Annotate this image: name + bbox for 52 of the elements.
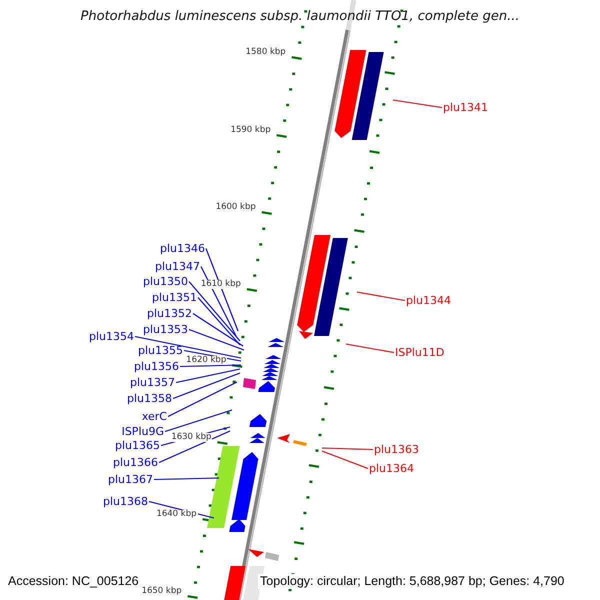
gene-label: plu1364 [369,463,414,474]
gene-label: plu1356 [134,361,179,372]
map-info-text: Accession: NC_005126 [7,574,140,588]
gene-label: plu1355 [138,345,183,356]
gene-label: plu1366 [112,457,158,468]
gene-label: plu1341 [443,102,488,113]
leader-line [172,372,240,400]
scale-tick-label: 1650 kbp [140,587,183,596]
scale-tick-label: 1590 kbp [230,126,272,134]
gene-label: plu1357 [130,377,175,388]
gene-label: plu1358 [126,393,172,404]
gene-label: plu1344 [406,295,452,306]
gene-label: plu1347 [154,261,200,272]
leader-line [356,291,406,302]
gene-label: ISPlu11D [395,347,444,358]
gene-label: plu1351 [152,292,197,303]
scale-tick-label: 1600 kbp [214,203,257,212]
map-info-text: Topology: circular; Length: 5,688,987 bp; Genes: 4,790 [258,574,566,588]
leader-line [322,447,374,450]
leader-line [205,248,239,332]
gene-label: plu1353 [142,324,188,335]
scale-tick-label: 1630 kbp [170,433,212,442]
gene-label: plu1352 [146,308,192,319]
gene-label: plu1363 [374,444,420,455]
leader-line [322,450,368,470]
leader-line [200,266,236,336]
leader-line [176,368,240,384]
scale-tick-label: 1640 kbp [155,510,198,518]
gene-label: plu1365 [114,440,160,451]
leader-line [198,297,240,346]
map-title: Photorhabdus luminescens subsp. laumondii TTO1, complete gen... [80,10,520,23]
gene-label: plu1350 [142,276,188,287]
leader-line [188,328,244,351]
gene-label: plu1354 [88,331,134,342]
gene-label: plu1346 [160,243,205,254]
leader-line [346,343,394,354]
gene-label: xerC [142,411,167,422]
leader-line [158,430,230,463]
leader-line [154,477,220,480]
gene-label: plu1368 [102,496,148,507]
scale-tick-label: 1620 kbp [185,356,228,364]
leader-line [192,313,244,346]
leader-line [180,364,242,368]
leader-line [134,336,242,359]
gene-label: plu1367 [108,474,153,485]
scale-tick-label: 1580 kbp [244,48,287,56]
leader-line [392,99,442,108]
leader-line [188,281,240,342]
leader-line [168,382,238,417]
scale-tick-label: 1610 kbp [200,280,242,288]
leader-line [164,409,232,432]
gene-label: ISPlu9G [122,426,164,437]
